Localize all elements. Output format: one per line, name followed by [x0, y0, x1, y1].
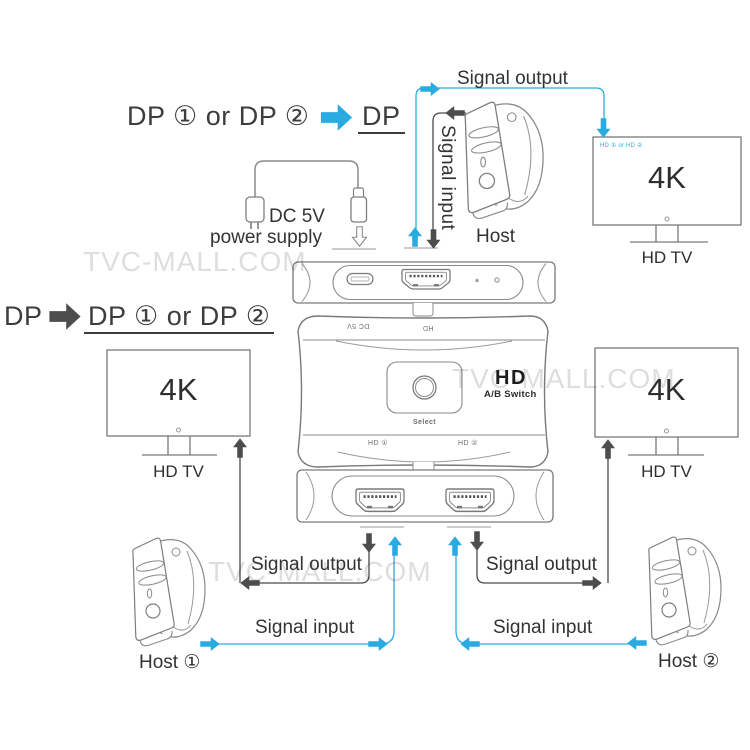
switch-bottom-edge-view	[296, 469, 554, 528]
signal-up-arrow	[448, 536, 462, 556]
host-label: Host	[476, 226, 516, 247]
host-2-label: Host ②	[658, 651, 720, 672]
select-button-label: Select	[412, 419, 437, 426]
host-top-computer	[464, 101, 544, 220]
hdmi-port-1-icon	[354, 487, 406, 513]
tv-name: HD TV	[153, 462, 204, 481]
signal-input-label: Signal input	[255, 617, 355, 638]
mode-top-source: DP ① or DP ②	[127, 101, 310, 131]
switch-top-edge-view	[292, 247, 556, 317]
signal-input-line-top	[432, 112, 466, 242]
switch-port-hd2-label: HD ②	[458, 440, 478, 447]
led-indicator	[475, 278, 479, 283]
tv-left	[106, 349, 251, 456]
tv-resolution: 4K	[159, 372, 198, 407]
signal-output-label: Signal output	[457, 68, 568, 89]
signal-down-arrow	[596, 118, 611, 138]
tv-name: HD TV	[641, 248, 693, 267]
mode-arrow	[49, 303, 81, 330]
signal-input-label: Signal input	[493, 617, 593, 638]
signal-output-line-top	[415, 87, 605, 243]
hdmi-port-2-icon	[444, 487, 496, 513]
signal-right-arrow	[582, 576, 602, 590]
signal-right-arrow	[420, 82, 440, 96]
signal-output-label: Signal output	[251, 554, 362, 575]
signal-up-arrow	[388, 536, 402, 556]
tv-resolution: 4K	[647, 372, 686, 407]
dc5v-label: DC 5V	[269, 206, 325, 227]
signal-left-arrow	[627, 636, 647, 650]
signal-output-line-right	[476, 452, 609, 584]
signal-output-label: Signal output	[486, 554, 597, 575]
signal-left-arrow	[460, 637, 480, 651]
tv-osd-text: HD ① or HD ②	[600, 143, 643, 149]
tv-name: HD TV	[641, 462, 692, 481]
switch-port-hd1-label: HD ①	[368, 440, 388, 447]
hd-logo-subtitle: A/B Switch	[484, 389, 537, 400]
usb-c-port-icon	[346, 272, 374, 286]
hdmi-port-icon	[400, 268, 452, 291]
signal-right-arrow	[368, 637, 388, 651]
watermark: TVC-MALL.COM	[83, 246, 307, 277]
select-button[interactable]	[386, 361, 463, 414]
host-1-computer	[132, 537, 206, 647]
tv-resolution: 4K	[648, 160, 686, 195]
mode-arrow	[320, 104, 353, 131]
signal-output-line-left	[239, 452, 370, 584]
watermark: TVC-MALL.COM	[452, 363, 676, 394]
dc-plug-arrow	[351, 226, 368, 247]
watermark: TVC-MALL.COM	[208, 556, 432, 587]
signal-up-arrow	[408, 227, 422, 247]
signal-down-arrow	[426, 229, 441, 249]
power-supply-label: power supply	[210, 227, 322, 248]
switch-port-dc-label: DC 5V	[346, 322, 370, 329]
host-2-computer	[648, 536, 722, 646]
mode-left-source: DP	[4, 301, 43, 331]
signal-input-label-vertical: Signal input	[437, 125, 458, 231]
tv-top-right	[592, 136, 742, 243]
host-1-label: Host ①	[139, 652, 201, 673]
switch-body-view	[297, 315, 549, 473]
signal-down-arrow	[470, 531, 484, 551]
power-adapter-icon	[245, 160, 368, 229]
signal-down-arrow	[362, 533, 376, 553]
signal-left-arrow	[445, 106, 465, 120]
signal-up-arrow	[601, 439, 615, 459]
mode-left-target: DP ① or DP ②	[84, 301, 275, 334]
tv-right	[594, 347, 739, 456]
led-indicator	[494, 277, 500, 283]
signal-right-arrow	[200, 637, 220, 651]
switch-port-hd-label: HD	[422, 324, 434, 331]
signal-up-arrow	[233, 438, 247, 458]
hd-logo: HD	[495, 367, 527, 389]
mode-top-target: DP	[358, 101, 405, 134]
